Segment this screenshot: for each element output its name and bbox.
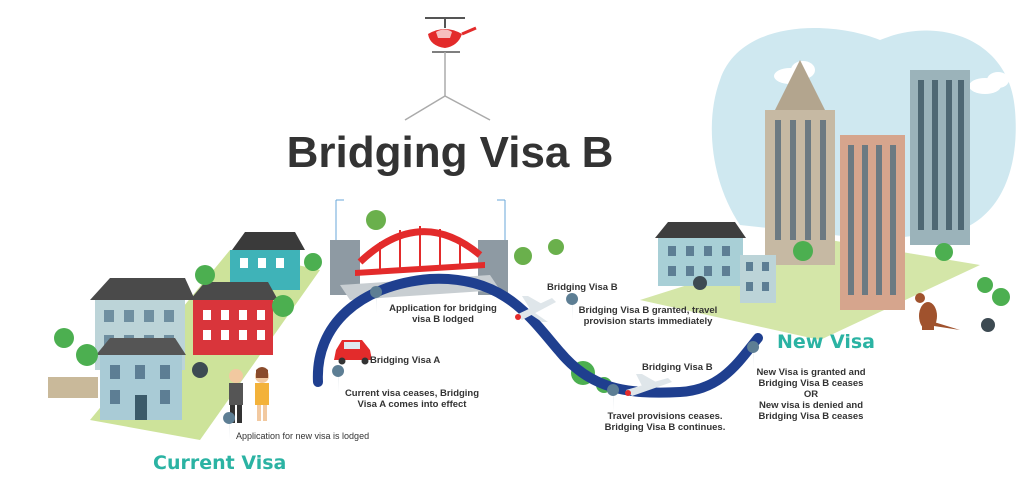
car-icon [334,340,372,365]
stone-wall [48,377,98,398]
label-bridging-b-2: Bridging Visa B [642,362,713,373]
helicopter-icon [404,17,491,121]
house-blue-front [96,338,186,420]
label-travel-ceases: Travel provisions ceases. Bridging Visa … [604,411,726,433]
label-app-new-visa: Application for new visa is lodged [236,431,370,441]
label-bridging-a: Bridging Visa A [370,355,441,366]
house-red [190,282,278,355]
kangaroo-icon [915,293,960,330]
trees-left [54,253,322,378]
skyscraper-grey [910,70,970,245]
new-visa-label: New Visa [777,331,875,353]
skyscraper-gothic [765,60,835,265]
label-outcome-granted: New Visa is granted and Bridging Visa B … [756,367,866,389]
trees-bridge [366,210,564,265]
timeline-path [312,273,763,398]
airplane-icon-1 [515,296,556,322]
skyscraper-tan [840,135,905,310]
label-current-ceases: Current visa ceases, Bridging Visa A com… [344,388,480,410]
label-bvb-granted: Bridging Visa B granted, travel provisio… [578,305,718,327]
location-pin-icon [223,286,760,440]
airplane-icon-2 [625,374,672,396]
couple-icon [229,367,269,423]
label-outcome-denied: New visa is denied and Bridging Visa B c… [758,400,864,422]
trees-right [693,241,1010,332]
current-visa-label: Current Visa [153,452,287,474]
label-bridging-b-1: Bridging Visa B [547,282,618,293]
house-small-right [740,255,776,303]
label-outcome-or: OR [803,389,819,400]
label-outcomes: New Visa is granted and Bridging Visa B … [753,367,869,422]
label-app-bvb: Application for bridging visa B lodged [389,303,497,325]
house-teal [230,232,305,290]
page-title: Bridging Visa B [286,128,614,177]
